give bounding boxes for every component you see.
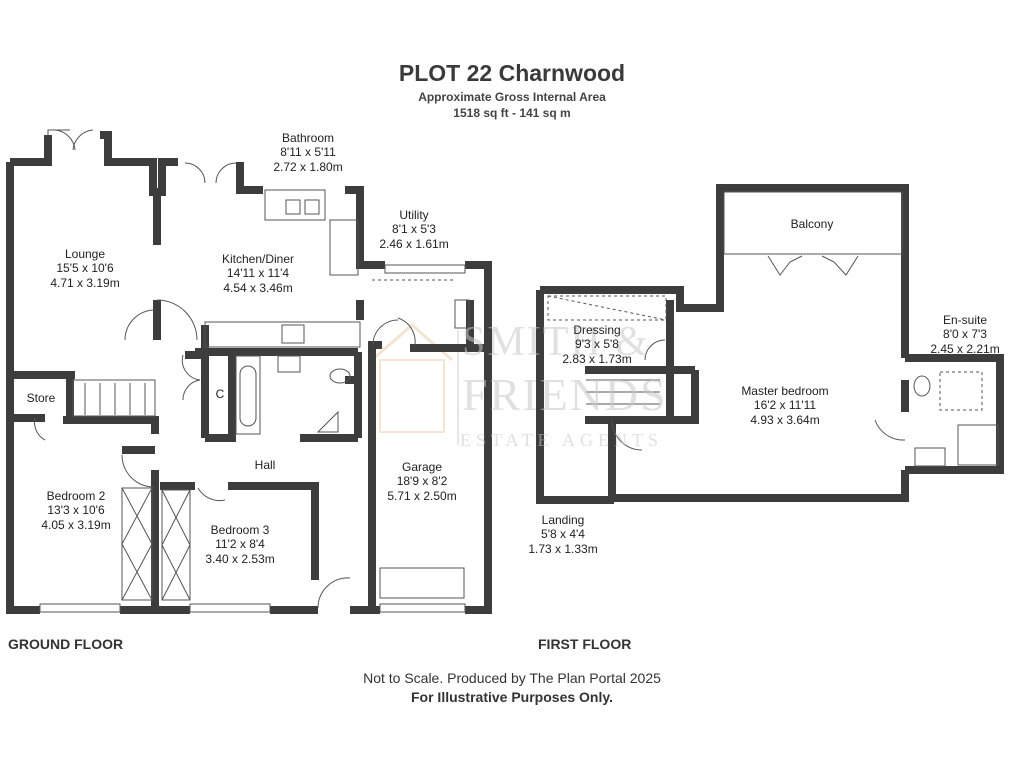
room-master-bedroom: Master bedroom 16'2 x 11'11 4.93 x 3.64m (720, 384, 850, 427)
room-name: Bathroom (281, 131, 335, 145)
room-metric: 2.45 x 2.21m (930, 341, 1000, 356)
room-metric: 2.72 x 1.80m (273, 159, 343, 174)
ground-floor-fixtures (34, 129, 470, 613)
room-bedroom-3: Bedroom 3 11'2 x 8'4 3.40 x 2.53m (190, 523, 290, 566)
room-name: Bedroom 3 (210, 523, 270, 537)
room-dressing: Dressing 9'3 x 5'8 2.83 x 1.73m (547, 323, 647, 366)
room-imperial: 14'11 x 11'4 (226, 266, 290, 281)
room-bedroom-2: Bedroom 2 13'3 x 10'6 4.05 x 3.19m (26, 489, 126, 532)
room-name: Landing (541, 513, 585, 527)
room-hall: Hall (254, 458, 276, 472)
room-metric: 4.05 x 3.19m (41, 517, 111, 532)
room-imperial: 8'11 x 5'11 (280, 145, 336, 160)
room-metric: 4.54 x 3.46m (223, 280, 293, 295)
room-imperial: 8'1 x 5'3 (392, 222, 436, 237)
room-imperial: 13'3 x 10'6 (47, 503, 105, 518)
room-metric: 1.73 x 1.33m (528, 541, 598, 556)
room-garage: Garage 18'9 x 8'2 5.71 x 2.50m (372, 460, 472, 503)
room-metric: 4.93 x 3.64m (750, 412, 820, 427)
room-metric: 4.71 x 3.19m (50, 275, 120, 290)
room-bathroom: Bathroom 8'11 x 5'11 2.72 x 1.80m (258, 131, 358, 174)
room-metric: 5.71 x 2.50m (387, 488, 457, 503)
plan-title: PLOT 22 Charnwood (398, 60, 626, 86)
room-metric: 2.83 x 1.73m (562, 351, 632, 366)
scale-note: Not to Scale. Produced by The Plan Porta… (363, 670, 661, 686)
watermark-line3: ESTATE AGENTS (460, 430, 664, 450)
area-value: 1518 sq ft - 141 sq m (453, 106, 571, 120)
watermark-line2: FRIENDS (462, 369, 668, 420)
first-floor-walls (536, 184, 1004, 504)
room-name: Garage (401, 460, 443, 474)
ground-floor-label: GROUND FLOOR (8, 636, 124, 652)
room-name: Bedroom 2 (46, 489, 106, 503)
room-name: Master bedroom (741, 384, 829, 398)
area-label: Approximate Gross Internal Area (418, 90, 606, 104)
room-metric: 2.46 x 1.61m (379, 236, 449, 251)
room-name: Kitchen/Diner (221, 252, 295, 266)
room-cupboard: C (215, 387, 225, 401)
first-floor-label: FIRST FLOOR (538, 636, 632, 652)
room-en-suite: En-suite 8'0 x 7'3 2.45 x 2.21m (915, 313, 1015, 356)
room-imperial: 5'8 x 4'4 (541, 527, 585, 542)
disclaimer: For Illustrative Purposes Only. (410, 689, 613, 705)
watermark-line1: SMITH & (462, 319, 650, 365)
room-imperial: 11'2 x 8'4 (215, 537, 265, 552)
room-name: En-suite (942, 313, 988, 327)
room-balcony: Balcony (790, 217, 834, 231)
room-metric: 3.40 x 2.53m (205, 551, 275, 566)
room-imperial: 15'5 x 10'6 (56, 261, 114, 276)
room-lounge: Lounge 15'5 x 10'6 4.71 x 3.19m (35, 247, 135, 290)
ground-floor-walls (6, 131, 492, 614)
room-utility: Utility 8'1 x 5'3 2.46 x 1.61m (364, 208, 464, 251)
room-kitchen: Kitchen/Diner 14'11 x 11'4 4.54 x 3.46m (205, 252, 311, 295)
room-name: Dressing (573, 323, 621, 337)
room-imperial: 18'9 x 8'2 (396, 474, 448, 489)
room-imperial: 9'3 x 5'8 (575, 337, 619, 352)
room-name: Lounge (64, 247, 106, 261)
room-landing: Landing 5'8 x 4'4 1.73 x 1.33m (513, 513, 613, 556)
room-imperial: 16'2 x 11'11 (753, 398, 817, 413)
room-name: Utility (399, 208, 429, 222)
first-floor-fixtures (547, 191, 999, 467)
room-imperial: 8'0 x 7'3 (943, 327, 987, 342)
room-store: Store (26, 391, 56, 405)
